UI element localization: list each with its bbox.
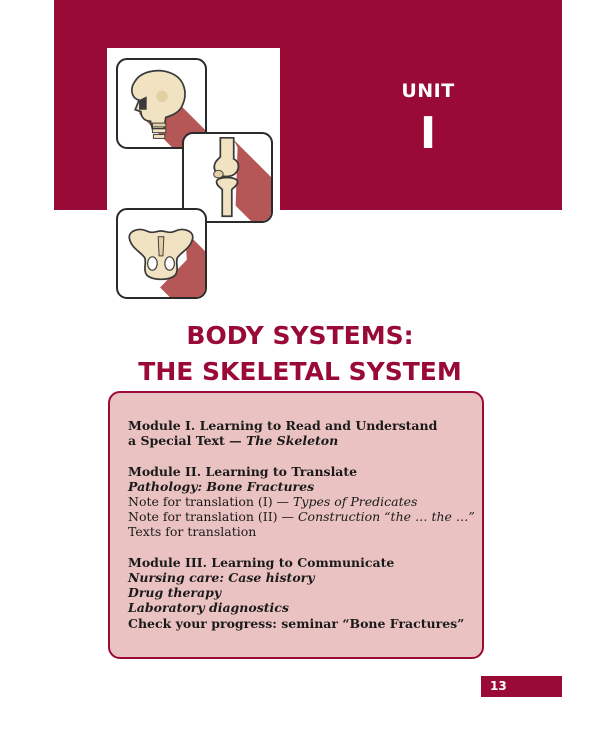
note-2-emph: Construction “the … the …” bbox=[297, 509, 475, 525]
pelvis-icon bbox=[128, 228, 205, 297]
page-number: 13 bbox=[481, 676, 562, 697]
module-1-subheading-emph: The Skeleton bbox=[245, 433, 339, 449]
knee-tile bbox=[182, 132, 273, 223]
module-2-note-2: Note for translation (II) — Construction… bbox=[128, 509, 475, 525]
module-1-subheading-text: a Special Text — bbox=[128, 433, 246, 449]
module-1-subheading: a Special Text — The Skeleton bbox=[128, 433, 468, 448]
module-2-texts: Texts for translation bbox=[128, 524, 257, 540]
pelvis-tile bbox=[116, 208, 207, 299]
title-line-1: BODY SYSTEMS: bbox=[186, 321, 414, 350]
contents-box: Module I. Learning to Read and Understan… bbox=[108, 391, 484, 659]
note-1-emph: Types of Predicates bbox=[293, 494, 418, 509]
module-3-progress: Check your progress: seminar “Bone Fract… bbox=[128, 615, 465, 631]
unit-title: BODY SYSTEMS: THE SKELETAL SYSTEM bbox=[0, 318, 600, 390]
skull-icon bbox=[131, 69, 205, 147]
module-2-heading: Module II. Learning to Translate bbox=[128, 463, 358, 479]
module-3-heading: Module III. Learning to Communicate bbox=[128, 554, 395, 570]
unit-number: I bbox=[419, 108, 437, 159]
module-2-topic: Pathology: Bone Fractures bbox=[128, 478, 315, 494]
note-2-text: Note for translation (II) — bbox=[128, 509, 298, 525]
title-line-2: THE SKELETAL SYSTEM bbox=[138, 357, 462, 386]
knee-joint-icon bbox=[213, 136, 271, 221]
module-3-topic-2: Drug therapy bbox=[128, 585, 222, 601]
unit-label: UNIT bbox=[401, 80, 455, 102]
module-2-note-1: Note for translation (I) — Types of Pred… bbox=[128, 494, 468, 509]
module-3-topic-3: Laboratory diagnostics bbox=[128, 600, 289, 616]
note-1-text: Note for translation (I) — bbox=[128, 494, 294, 509]
module-1-heading: Module I. Learning to Read and Understan… bbox=[128, 418, 438, 433]
module-3-topic-1: Nursing care: Case history bbox=[128, 570, 315, 585]
